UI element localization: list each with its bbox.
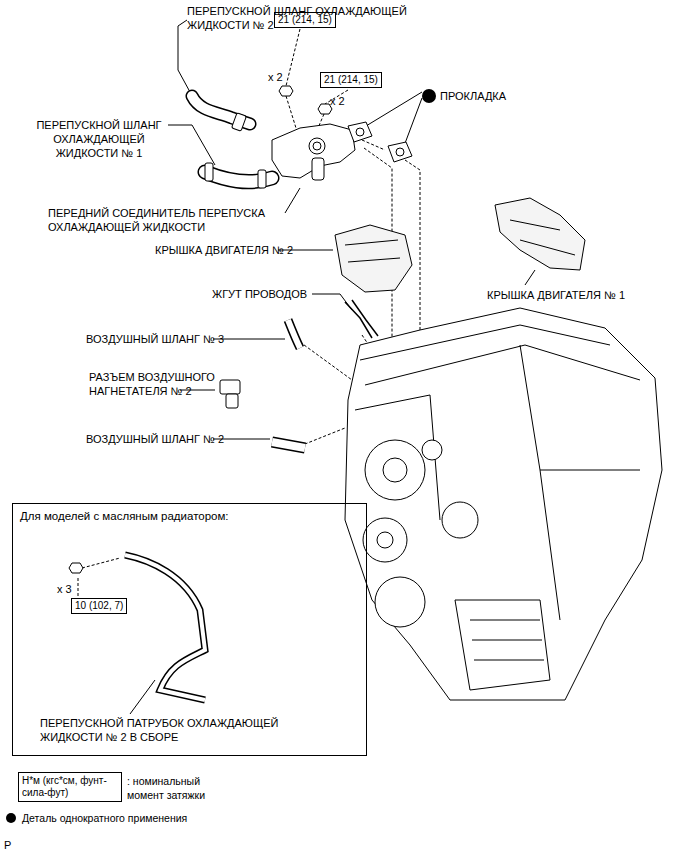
part-label: ПРОКЛАДКА: [440, 89, 540, 103]
torque-value: 10 (102, 7): [75, 600, 123, 611]
bypass-pipe-2: [125, 555, 205, 700]
leader-line: [78, 578, 79, 596]
cover-ribs: [345, 240, 400, 262]
part-label: РАЗЪЕМ ВОЗДУШНОГО НАГНЕТАТЕЛЯ № 2: [89, 370, 239, 398]
torque-value: Н*м (кгс*см, фунт-сила-фут): [22, 775, 107, 798]
hose-clamps: [205, 113, 266, 188]
bolt: [69, 563, 83, 573]
air-hose-3: [288, 320, 300, 348]
leader-line: [300, 342, 352, 380]
part-label: ПЕРЕДНИЙ СОЕДИНИТЕЛЬ ПЕРЕПУСКА ОХЛАЖДАЮЩ…: [48, 206, 298, 234]
gaskets: [348, 122, 412, 162]
legend-torque-box: Н*м (кгс*см, фунт-сила-фут): [18, 772, 122, 802]
air-hose-2: [272, 442, 305, 448]
engine-assembly: [345, 308, 662, 700]
leader-line: [168, 125, 215, 165]
connector-2: [220, 380, 240, 408]
legend-single-use-mark: [6, 813, 16, 823]
leader-line: [286, 29, 300, 86]
leader-line: [300, 428, 345, 446]
bypass-hoses: [192, 96, 272, 182]
quantity-label: x 3: [57, 582, 87, 596]
quantity-label: P: [4, 838, 24, 852]
quantity-label: x 2: [330, 94, 360, 108]
nuts: [279, 86, 332, 114]
part-label: ПЕРЕПУСКНОЙ ПАТРУБОК ОХЛАЖДАЮЩЕЙ ЖИДКОСТ…: [40, 716, 325, 744]
leader-line: [285, 188, 300, 213]
torque-box: 21 (214, 15): [320, 72, 382, 88]
leader-line: [404, 98, 422, 146]
part-label: КРЫШКА ДВИГАТЕЛЯ № 1: [487, 288, 657, 302]
legend-text: Деталь однократного применения: [22, 811, 272, 825]
part-label: КРЫШКА ДВИГАТЕЛЯ № 2: [155, 243, 325, 257]
leader-line: [130, 680, 155, 714]
part-label: ВОЗДУШНЫЙ ШЛАНГ № 3: [86, 332, 256, 346]
part-label: ЖГУТ ПРОВОДОВ: [212, 287, 352, 301]
torque-box: 10 (102, 7): [71, 598, 127, 614]
leader-line: [82, 558, 120, 568]
quantity-label: x 2: [268, 70, 298, 84]
part-label: ВОЗДУШНЫЙ ШЛАНГ № 2: [86, 432, 256, 446]
wire-harness: [345, 300, 378, 338]
single-use-mark: [422, 89, 436, 103]
legend-text: : номинальный момент затяжки: [127, 774, 227, 802]
part-label: ПЕРЕПУСКНОЙ ШЛАНГ ОХЛАЖДАЮЩЕЙ ЖИДКОСТИ №…: [187, 4, 437, 32]
bypass-connector: [272, 124, 355, 180]
part-label: ПЕРЕПУСКНОЙ ШЛАНГ ОХЛАЖДАЮЩЕЙ ЖИДКОСТИ №…: [30, 118, 168, 160]
leader-line: [286, 96, 296, 128]
panel-caption: Для моделей с масляным радиатором:: [13, 504, 366, 528]
leader-line: [525, 270, 535, 285]
cover-ribs: [510, 220, 575, 255]
engine-cover-1: [495, 198, 585, 270]
torque-value: 21 (214, 15): [324, 74, 378, 85]
engine-cover-2: [335, 225, 412, 292]
